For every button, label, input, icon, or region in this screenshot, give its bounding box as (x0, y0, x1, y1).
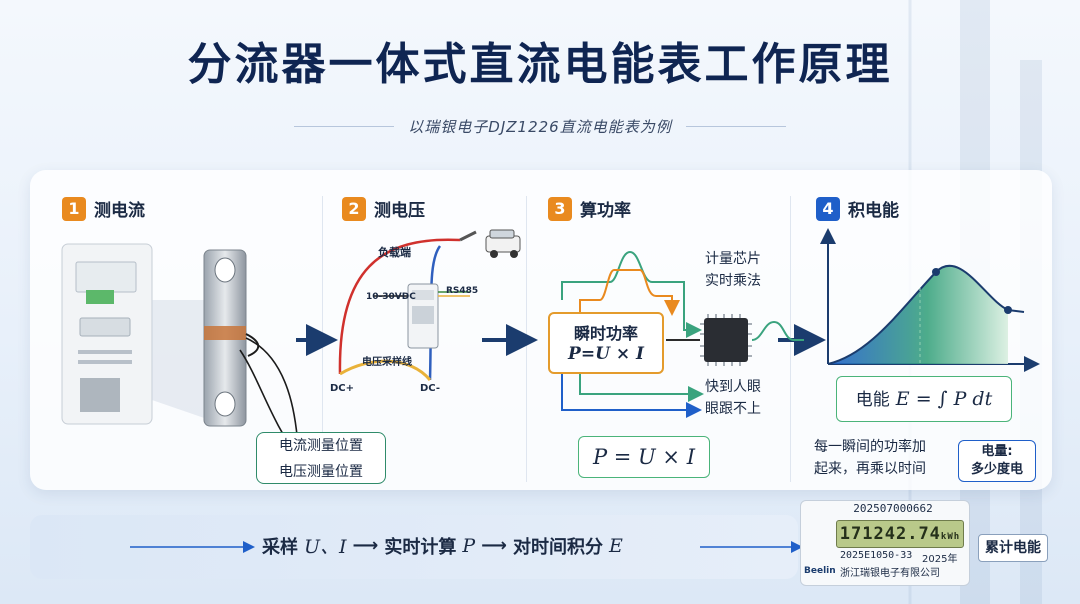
flow-sampling: 采样 (262, 536, 298, 558)
meter-lcd-value: 171242.74 (839, 524, 941, 544)
subtitle: 以瑞银电子DJZ1226直流电能表为例 (408, 117, 672, 136)
energy-description-line-1: 每一瞬间的功率加 (814, 439, 926, 455)
car-icon (485, 229, 521, 258)
flow-arrow-1-icon: ⟶ (352, 535, 379, 556)
meter-brand-logo: Beelin (804, 566, 836, 576)
step-3-header: 3 算功率 (548, 196, 631, 221)
shunt-bar (203, 249, 301, 461)
metering-chip-icon (700, 314, 752, 366)
flow-compute-math: P (462, 534, 476, 557)
step-2-header: 2 测电压 (342, 196, 425, 221)
step-4-label: 积电能 (848, 201, 899, 221)
flow-sampling-math: U、I (304, 536, 347, 558)
supply-label: 10-30VDC (366, 292, 416, 302)
voltage-measurement-label: 电压测量位置 (279, 464, 363, 480)
power-calculation-diagram (561, 250, 804, 418)
meter-lcd: 171242.74kWh (836, 520, 964, 548)
meter-year: 2025年 (922, 554, 958, 565)
flow-arrow-2-icon: ⟶ (481, 535, 507, 556)
cumulative-energy-label: 累计电能 (978, 534, 1048, 562)
page-title: 分流器一体式直流电能表工作原理 (187, 39, 893, 90)
step-2-label: 测电压 (374, 201, 425, 221)
subtitle-row: 以瑞银电子DJZ1226直流电能表为例 (0, 114, 1080, 138)
flow-integrate-math: E (608, 534, 623, 557)
step-4-badge: 4 (816, 196, 840, 221)
energy-unit-line-1: 电量: (981, 444, 1013, 459)
instantaneous-power-box: 瞬时功率 P=U × I (548, 312, 664, 374)
chip-label-line-2: 实时乘法 (705, 273, 761, 289)
meter-company: 浙江瑞银电子有限公司 (840, 568, 940, 579)
step-1-label: 测电流 (94, 201, 145, 221)
current-measurement-label: 电流测量位置 (279, 438, 363, 454)
voltage-wiring-diagram (338, 229, 521, 381)
meter-serial: 202507000662 (853, 502, 933, 515)
energy-description: 每一瞬间的功率加 起来，再乘以时间 (814, 436, 926, 480)
energy-formula: E = ∫ P dt (895, 388, 993, 410)
subtitle-line-left (294, 125, 395, 127)
speed-note: 快到人眼 眼跟不上 (700, 376, 766, 420)
flow-text: 采样 U、I ⟶ 实时计算 P ⟶ 对时间积分 E (262, 532, 623, 559)
meter-cert: 2025E1050-33 (840, 550, 913, 561)
measurement-position-callout: 电流测量位置 电压测量位置 (256, 432, 386, 484)
speed-note-line-2: 眼跟不上 (705, 401, 761, 417)
instantaneous-power-title: 瞬时功率 (573, 324, 638, 343)
flow-compute: 实时计算 (384, 536, 457, 558)
step-2-badge: 2 (342, 196, 366, 221)
load-end-label: 负载端 (378, 246, 411, 259)
energy-label: 电能 (855, 390, 890, 410)
shunt-meter-device (61, 243, 210, 425)
flow-integrate: 对时间积分 (512, 536, 603, 558)
energy-description-line-2: 起来，再乘以时间 (814, 461, 926, 477)
step-4-header: 4 积电能 (816, 196, 899, 221)
power-formula-box: P = U × I (578, 436, 710, 478)
rs485-label: RS485 (446, 286, 479, 296)
speed-note-line-1: 快到人眼 (705, 379, 761, 395)
energy-integral-chart (820, 228, 1040, 372)
energy-unit-box: 电量: 多少度电 (958, 440, 1036, 482)
dc-minus-label: DC- (420, 383, 441, 394)
chip-label-line-1: 计量芯片 (705, 251, 761, 267)
energy-unit-line-2: 多少度电 (970, 462, 1023, 477)
energy-formula-box: 电能 E = ∫ P dt (836, 376, 1012, 422)
sampling-wire-label: 电压采样线 (362, 357, 412, 368)
step-1-badge: 1 (62, 196, 86, 221)
subtitle-line-right (685, 125, 786, 127)
chip-label: 计量芯片 实时乘法 (700, 248, 766, 292)
instantaneous-power-formula: P=U × I (568, 344, 644, 364)
dc-plus-label: DC+ (330, 383, 355, 394)
step-1-header: 1 测电流 (62, 196, 145, 221)
step-3-label: 算功率 (580, 201, 631, 221)
meter-lcd-unit: kWh (940, 532, 961, 542)
step-3-badge: 3 (548, 196, 572, 221)
